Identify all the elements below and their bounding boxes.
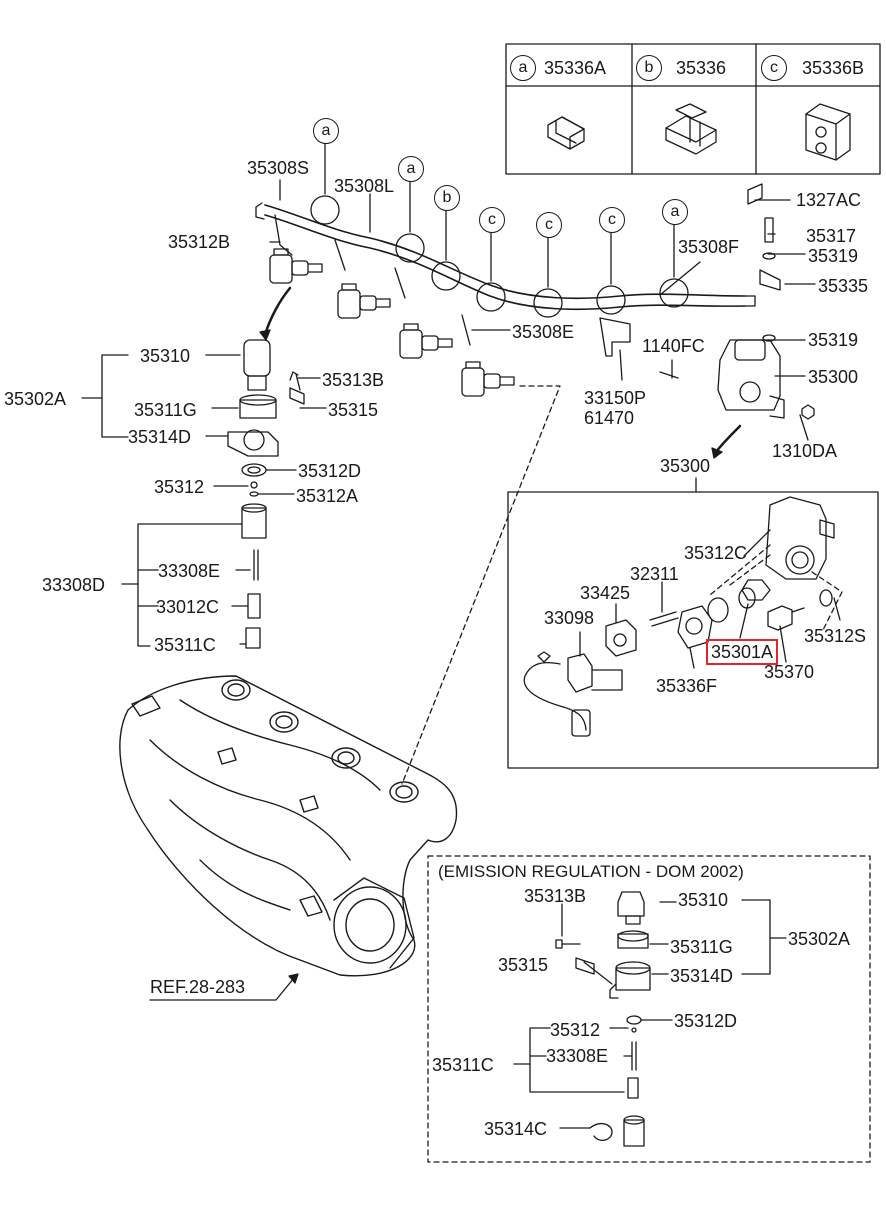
label-35312D: 35312D [298, 461, 362, 481]
legend-table [505, 43, 881, 175]
label-35312S: 35312S [804, 626, 867, 646]
rail-marker-1: a [313, 118, 339, 144]
leader-lines-top [269, 179, 816, 441]
label-35312: 35312 [154, 477, 205, 497]
label-35319-a: 35319 [808, 246, 859, 266]
label-35315: 35315 [328, 400, 379, 420]
emission-label-35313B: 35313B [524, 886, 587, 906]
throttle-body-top [711, 339, 815, 459]
rail-marker-3: b [434, 185, 460, 211]
rail-marker-4: c [479, 207, 505, 233]
emission-title: (EMISSION REGULATION - DOM 2002) [438, 862, 744, 881]
rail-injectors [259, 248, 515, 397]
label-35311G: 35311G [134, 400, 197, 420]
label-35335: 35335 [818, 276, 869, 296]
emission-label-35315: 35315 [498, 955, 549, 975]
label-1327AC: 1327AC [796, 190, 862, 210]
emission-label-33308E: 33308E [546, 1046, 609, 1066]
emission-label-35314D: 35314D [670, 966, 734, 986]
label-33098: 33098 [544, 608, 595, 628]
label-35300-a: 35300 [808, 367, 859, 387]
label-35308S: 35308S [247, 158, 310, 178]
label-33425: 33425 [580, 583, 631, 603]
rail-marker-2: a [398, 156, 424, 182]
clip-c-drawing [805, 103, 851, 161]
emission-label-35314C: 35314C [484, 1119, 548, 1139]
label-1310DA: 1310DA [772, 441, 838, 461]
label-35370: 35370 [764, 662, 815, 682]
fuel-rail [255, 143, 756, 346]
label-35313B: 35313B [322, 370, 385, 390]
emission-box [427, 855, 871, 1163]
rail-marker-7: a [662, 199, 688, 225]
label-35319-b: 35319 [808, 330, 859, 350]
label-35301A-highlighted: 35301A [706, 639, 779, 665]
label-35312C: 35312C [684, 543, 748, 563]
label-35302A: 35302A [4, 389, 67, 409]
emission-label-35312: 35312 [550, 1020, 601, 1040]
label-ref: REF.28-283 [150, 977, 246, 997]
leader-lines-left [81, 354, 327, 647]
label-35300-b: 35300 [660, 456, 711, 476]
label-1140FC: 1140FC [642, 336, 705, 356]
clip-a-drawing [547, 116, 585, 150]
dashed-ref-line [401, 385, 561, 785]
label-35312A: 35312A [296, 486, 359, 506]
label-35310: 35310 [140, 346, 191, 366]
rail-marker-6: c [599, 207, 625, 233]
label-35308L: 35308L [334, 176, 395, 196]
legend-letter-b: b [636, 55, 662, 81]
label-33012C: 33012C [156, 597, 220, 617]
emission-label-35311C: 35311C [432, 1055, 494, 1075]
rail-marker-5: c [536, 212, 562, 238]
label-35312B: 35312B [168, 232, 231, 252]
label-32311: 32311 [630, 564, 679, 584]
intake-manifold [119, 675, 458, 977]
emission-label-35312D: 35312D [674, 1011, 738, 1031]
legend-part-b: 35336 [676, 58, 727, 78]
label-35317: 35317 [806, 226, 857, 246]
clip-b-drawing [665, 103, 717, 155]
emission-label-35302A: 35302A [788, 929, 851, 949]
emission-label-35310: 35310 [678, 890, 729, 910]
label-35314D: 35314D [128, 427, 192, 447]
label-61470: 61470 [584, 408, 635, 428]
ref-arrow [149, 977, 295, 1001]
legend-part-c: 35336B [802, 58, 865, 78]
label-35311C: 35311C [154, 635, 216, 655]
label-35308F: 35308F [678, 237, 740, 257]
label-33308D: 33308D [42, 575, 106, 595]
legend-letter-c: c [761, 55, 787, 81]
label-35336F: 35336F [656, 676, 718, 696]
bracket-parts [599, 183, 781, 379]
label-33150P: 33150P [584, 388, 647, 408]
emission-label-35311G: 35311G [670, 937, 733, 957]
legend-part-a: 35336A [544, 58, 607, 78]
legend-letter-a: a [510, 55, 536, 81]
label-35308E: 35308E [512, 322, 575, 342]
throttle-detail-box [507, 477, 879, 769]
label-33308E: 33308E [158, 561, 221, 581]
injector-assembly-left [227, 339, 305, 649]
